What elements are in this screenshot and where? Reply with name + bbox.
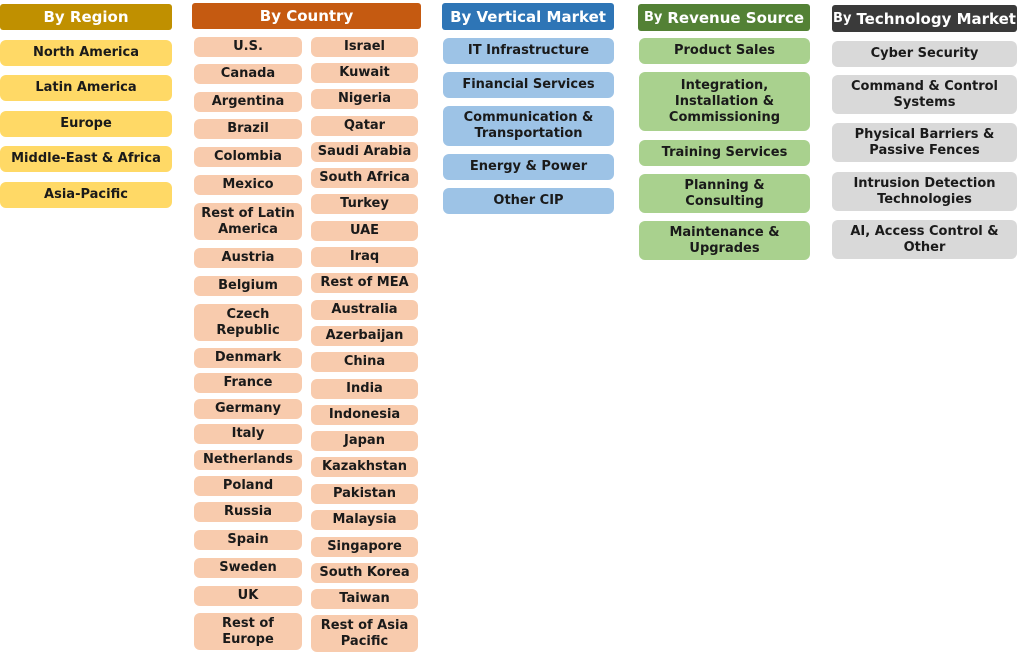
revenue-source-item: Planning & Consulting (639, 174, 810, 213)
country-item: Malaysia (311, 510, 418, 530)
vertical-market-item: Energy & Power (443, 154, 614, 180)
country-item: Indonesia (311, 405, 418, 425)
country-item: China (311, 352, 418, 372)
country-item: Canada (194, 64, 302, 84)
revenue-source-item: Product Sales (639, 38, 810, 64)
country-item: Israel (311, 37, 418, 57)
country-item: Singapore (311, 537, 418, 557)
vertical-market-item: IT Infrastructure (443, 38, 614, 64)
revenue-source-item: Integration, Installation & Commissionin… (639, 72, 810, 131)
country-item: Italy (194, 424, 302, 444)
country-item: Mexico (194, 175, 302, 195)
vertical-market-item: Financial Services (443, 72, 614, 98)
header-by-country-label: By Country (259, 7, 354, 25)
header-by-region: By Region (0, 4, 172, 30)
country-item: Rest of Europe (194, 613, 302, 650)
technology-market-item: Intrusion Detection Technologies (832, 172, 1017, 211)
country-item: Iraq (311, 247, 418, 267)
country-item: U.S. (194, 37, 302, 57)
country-item: Germany (194, 399, 302, 419)
region-item: North America (0, 40, 172, 66)
region-item: Europe (0, 111, 172, 137)
technology-market-item: Physical Barriers & Passive Fences (832, 123, 1017, 162)
country-item: Qatar (311, 116, 418, 136)
country-item: Argentina (194, 92, 302, 112)
country-item: Spain (194, 530, 302, 550)
vertical-market-item: Communication & Transportation (443, 106, 614, 146)
header-by-technology-market-label: Technology Market (856, 9, 1016, 28)
country-item: Kazakhstan (311, 457, 418, 477)
technology-market-item: AI, Access Control & Other (832, 220, 1017, 259)
region-item: Middle-East & Africa (0, 146, 172, 172)
country-item: Austria (194, 248, 302, 268)
country-item: Colombia (194, 147, 302, 167)
country-item: India (311, 379, 418, 399)
country-item: Belgium (194, 276, 302, 296)
revenue-source-item: Maintenance & Upgrades (639, 221, 810, 260)
header-by-vertical-market-label: By Vertical Market (450, 7, 606, 26)
country-item: Pakistan (311, 484, 418, 504)
header-by-revenue-source-prefix: By (643, 10, 663, 25)
country-item: Kuwait (311, 63, 418, 83)
country-item: Russia (194, 502, 302, 522)
country-item: UAE (311, 221, 418, 241)
header-by-revenue-source: By Revenue Source (638, 4, 810, 31)
country-item: Australia (311, 300, 418, 320)
country-item: Saudi Arabia (311, 142, 418, 162)
header-by-country: By Country (192, 3, 421, 29)
header-by-technology-market-prefix: By (833, 11, 852, 26)
country-item: France (194, 373, 302, 393)
country-item: Poland (194, 476, 302, 496)
country-item: Denmark (194, 348, 302, 368)
region-item: Latin America (0, 75, 172, 101)
revenue-source-item: Training Services (639, 140, 810, 166)
country-item: Japan (311, 431, 418, 451)
country-item: Azerbaijan (311, 326, 418, 346)
technology-market-item: Cyber Security (832, 41, 1017, 67)
country-item: Rest of MEA (311, 273, 418, 293)
country-item: Brazil (194, 119, 302, 139)
header-by-revenue-source-label: Revenue Source (667, 8, 805, 27)
country-item: South Africa (311, 168, 418, 188)
country-item: Sweden (194, 558, 302, 578)
country-item: Czech Republic (194, 304, 302, 341)
country-item: Rest of Asia Pacific (311, 615, 418, 652)
country-item: Rest of Latin America (194, 203, 302, 240)
country-item: Turkey (311, 194, 418, 214)
header-by-vertical-market: By Vertical Market (442, 3, 614, 30)
technology-market-item: Command & Control Systems (832, 75, 1017, 114)
country-item: Netherlands (194, 450, 302, 470)
country-item: Taiwan (311, 589, 418, 609)
vertical-market-item: Other CIP (443, 188, 614, 214)
header-by-region-label: By Region (43, 8, 129, 26)
header-by-technology-market: By Technology Market (832, 5, 1017, 32)
region-item: Asia-Pacific (0, 182, 172, 208)
country-item: UK (194, 586, 302, 606)
country-item: Nigeria (311, 89, 418, 109)
country-item: South Korea (311, 563, 418, 583)
